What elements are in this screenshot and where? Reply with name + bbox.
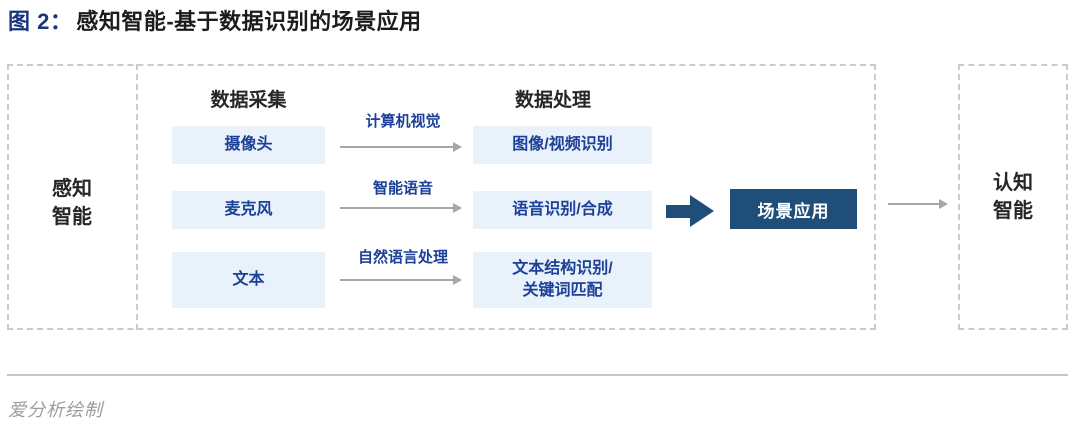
cognition-frame: 认知 智能 xyxy=(958,64,1068,330)
target-box-text-structure: 文本结构识别/ 关键词匹配 xyxy=(473,252,652,308)
footer-divider xyxy=(7,374,1068,376)
data-process-header: 数据处理 xyxy=(514,90,591,111)
target-box-image-video: 图像/视频识别 xyxy=(473,126,652,164)
footer-credit: 爱分析绘制 xyxy=(8,400,103,420)
figure-title-text: 感知智能-基于数据识别的场景应用 xyxy=(76,9,422,34)
source-box-microphone: 麦克风 xyxy=(172,191,325,229)
arrow-right-icon xyxy=(340,203,462,213)
source-box-camera-label: 摄像头 xyxy=(224,136,273,153)
perception-label-line2: 智能 xyxy=(52,206,92,228)
perception-label: 感知 智能 xyxy=(7,175,137,231)
tech-label-speech: 智能语音 xyxy=(372,180,433,197)
data-collect-header: 数据采集 xyxy=(210,90,287,111)
cognition-label-line1: 认知 xyxy=(993,172,1033,194)
tech-label-cv: 计算机视觉 xyxy=(365,113,441,130)
tech-label-nlp: 自然语言处理 xyxy=(357,249,448,266)
source-box-microphone-label: 麦克风 xyxy=(224,201,273,218)
target-box-image-video-label: 图像/视频识别 xyxy=(512,136,613,153)
figure-number: 图 2： xyxy=(8,9,73,34)
target-box-text-structure-line1: 文本结构识别/ xyxy=(512,260,613,277)
source-box-text: 文本 xyxy=(172,252,325,308)
perception-label-line1: 感知 xyxy=(52,178,92,200)
target-box-speech: 语音识别/合成 xyxy=(473,191,652,229)
perception-frame xyxy=(7,64,876,330)
arrow-right-icon xyxy=(340,142,462,152)
big-arrow-right-icon xyxy=(666,195,714,227)
target-box-speech-label: 语音识别/合成 xyxy=(512,201,613,218)
cognition-label-line2: 智能 xyxy=(993,200,1033,222)
cognition-label: 认知 智能 xyxy=(993,169,1033,225)
target-box-text-structure-line2: 关键词匹配 xyxy=(522,282,603,299)
scene-application-box: 场景应用 xyxy=(730,189,857,229)
source-box-text-label: 文本 xyxy=(232,271,265,288)
figure-title: 图 2：感知智能-基于数据识别的场景应用 xyxy=(8,4,422,36)
source-box-camera: 摄像头 xyxy=(172,126,325,164)
arrow-right-icon xyxy=(340,275,462,285)
frame-divider xyxy=(136,64,138,330)
arrow-right-icon xyxy=(888,199,948,209)
scene-application-label: 场景应用 xyxy=(757,201,830,221)
